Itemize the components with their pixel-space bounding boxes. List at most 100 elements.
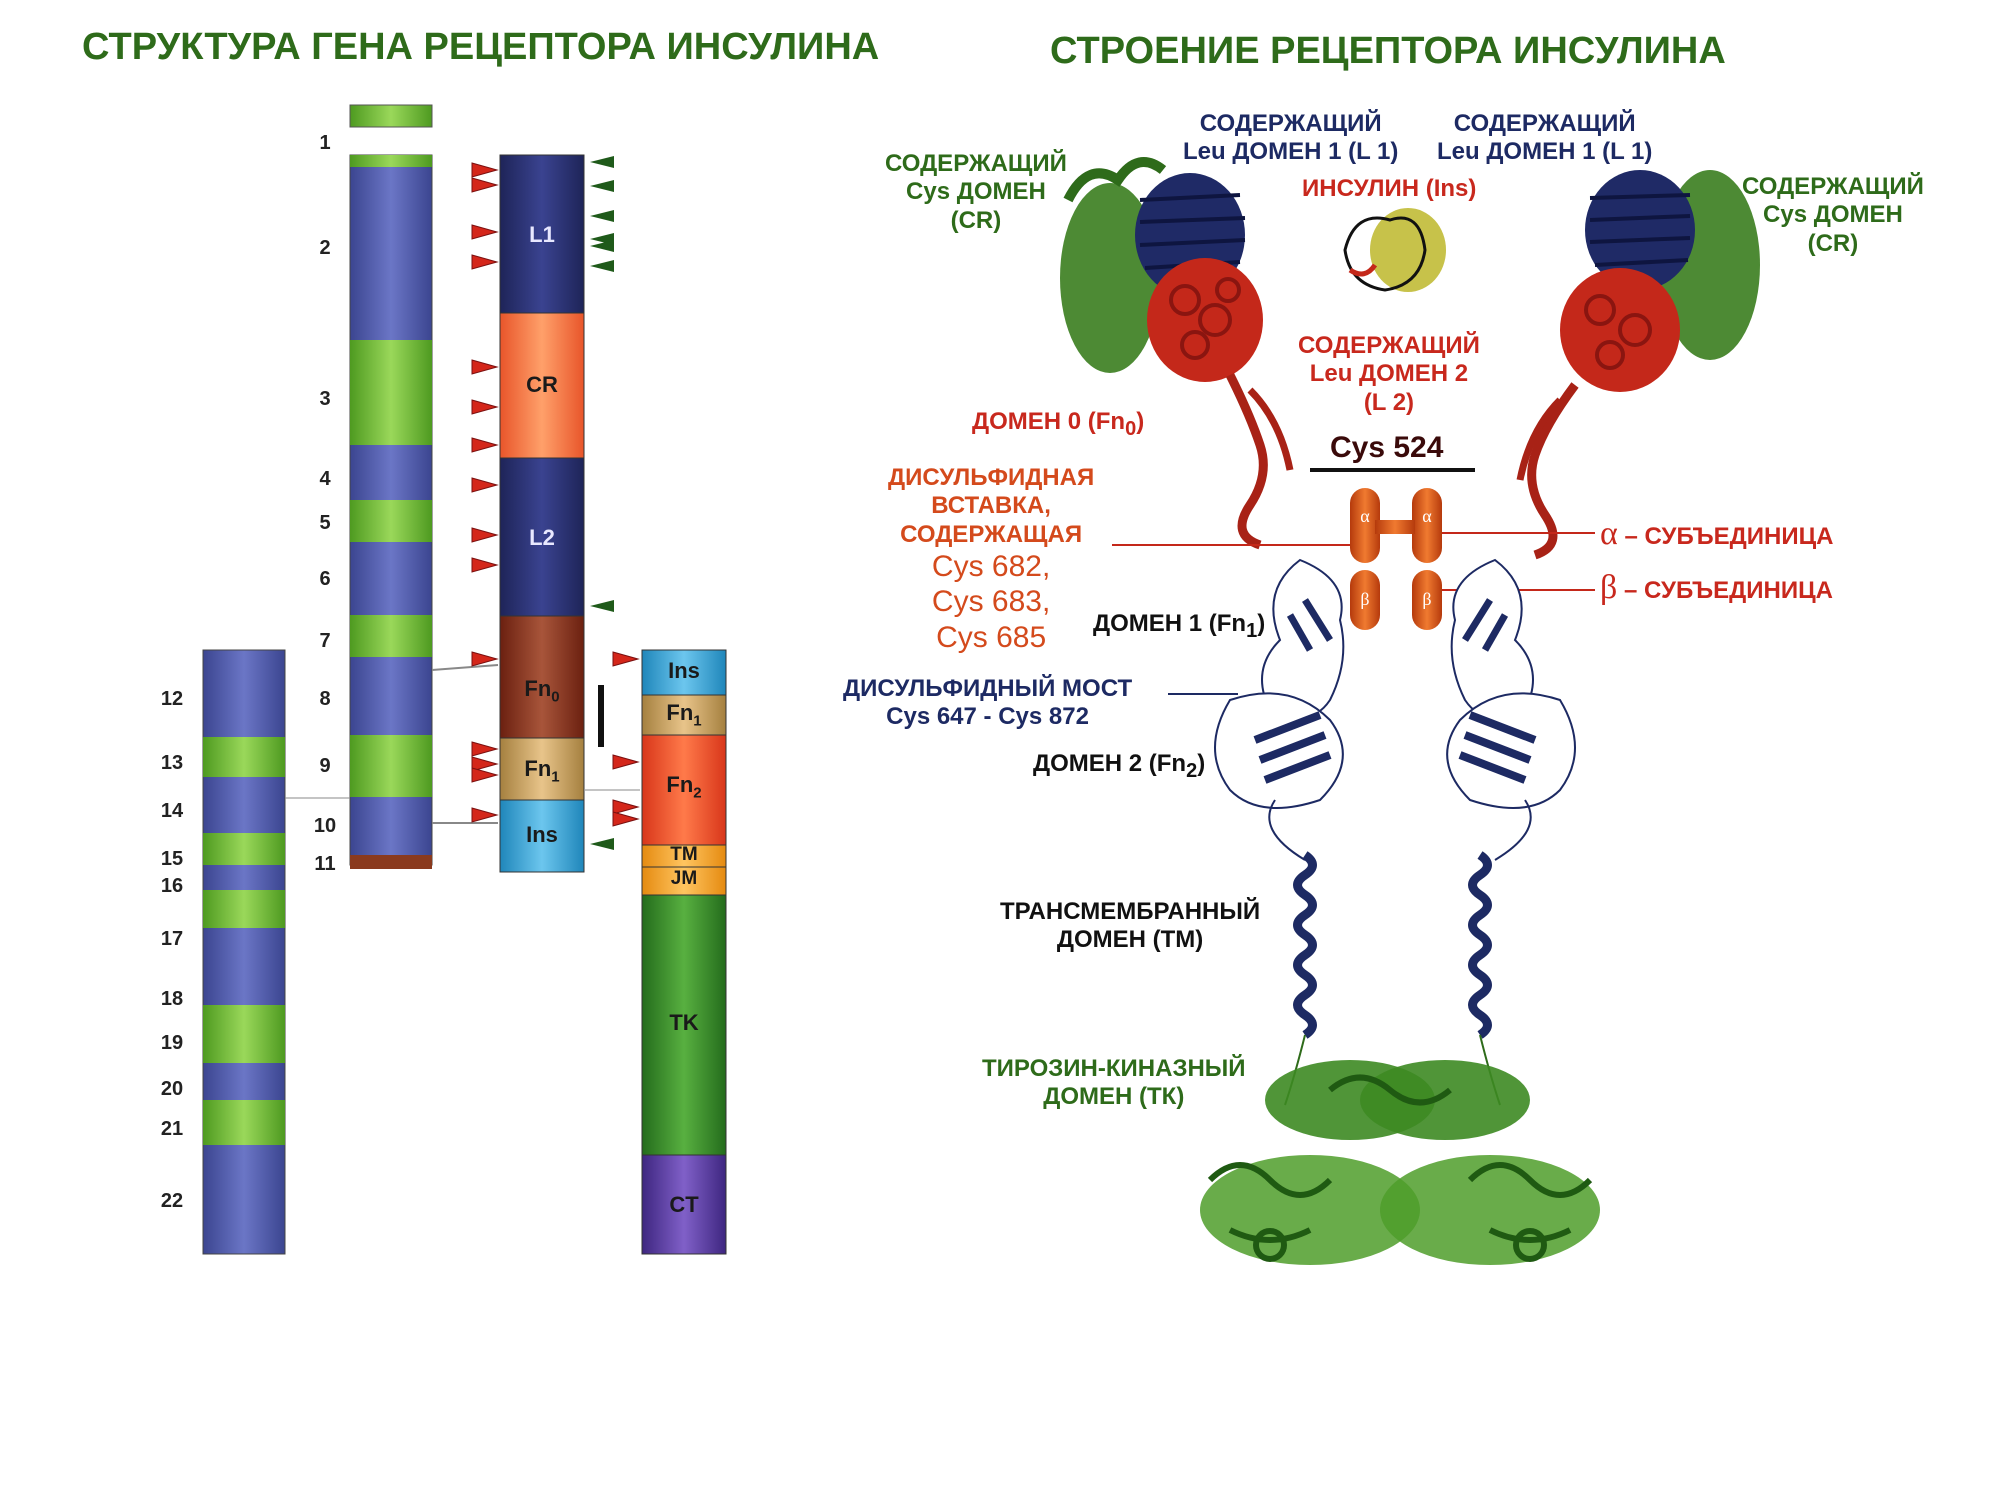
pill-alpha-right: α	[1422, 506, 1432, 526]
exon-number: 9	[319, 755, 331, 777]
label-domain0-main: ДОМЕН 0 (Fn	[972, 408, 1126, 435]
transmembrane-helices	[1293, 851, 1492, 1039]
segment-label-fn2-main: Fn	[666, 772, 694, 797]
label-cys-domain-left: СОДЕРЖАЩИЙ Cys ДОМЕН (CR)	[885, 150, 1067, 235]
label-line: СОДЕРЖАЩИЙ	[1298, 332, 1480, 359]
segment-label-fn1-sub: 1	[551, 768, 560, 786]
exon-number: 21	[160, 1118, 184, 1140]
label-line: СОДЕРЖАЩИЙ	[1199, 110, 1382, 137]
segment-label-fn1b-main: Fn	[666, 700, 694, 725]
exon-number: 18	[160, 988, 184, 1010]
green-flag-markers	[590, 156, 614, 850]
connector-lines	[285, 664, 640, 824]
segment-label-fn1: Fn1	[500, 756, 584, 785]
label-beta-subunit: β – СУБЪЕДИНИЦА	[1600, 568, 1833, 608]
label-line: ВСТАВКА,	[931, 492, 1051, 520]
tyrosine-kinase-domain	[1200, 1060, 1600, 1265]
alpha-subunit-text: – СУБЪЕДИНИЦА	[1617, 523, 1834, 550]
segment-label-fn1-main: Fn	[524, 756, 552, 781]
insulin-molecule	[1343, 208, 1446, 292]
label-disulfide-bridge: ДИСУЛЬФИДНЫЙ МОСТ Cys 647 - Cys 872	[843, 675, 1132, 732]
receptor-left-arm	[1060, 157, 1294, 550]
segment-label-fn0: Fn0	[500, 676, 584, 705]
label-disulfide-insert: ДИСУЛЬФИДНАЯ ВСТАВКА, СОДЕРЖАЩАЯ Cys 682…	[888, 464, 1094, 655]
segment-label-fn2: Fn2	[642, 772, 726, 801]
label-line: Cys ДОМЕН	[1763, 201, 1903, 229]
label-line: (CR)	[950, 206, 1002, 234]
pill-alpha-left: α	[1360, 506, 1370, 526]
exon-number: 15	[160, 848, 184, 870]
exon-number: 17	[160, 928, 184, 950]
receptor-structure-title: СТРОЕНИЕ РЕЦЕПТОРА ИНСУЛИНА	[1050, 30, 1726, 72]
label-line: Leu ДОМЕН 2	[1309, 360, 1469, 388]
label-line: СОДЕРЖАЩИЙ	[1453, 110, 1636, 137]
exon-number: 1	[319, 132, 331, 154]
label-line: Cys 685	[936, 620, 1047, 654]
label-line: ДИСУЛЬФИДНАЯ	[888, 464, 1095, 491]
label-line: (L 2)	[1363, 388, 1415, 416]
label-tyrosine-kinase-domain: ТИРОЗИН-КИНАЗНЫЙ ДОМЕН (ТК)	[982, 1055, 1246, 1112]
exon-number: 16	[160, 875, 184, 897]
label-cys524: Cys 524	[1330, 431, 1444, 464]
receptor-right-arm	[1516, 170, 1760, 560]
label-domain0: ДОМЕН 0 (Fn0)	[972, 408, 1144, 441]
exon-number: 5	[319, 512, 331, 534]
label-line: Leu ДОМЕН 1 (L 1)	[1437, 138, 1653, 166]
segment-label-fn2-sub: 2	[693, 784, 702, 802]
label-line: Cys 683,	[931, 585, 1051, 619]
segment-label-ct: CT	[669, 1192, 699, 1217]
label-domain0-sub: 0	[1125, 417, 1137, 440]
exon-number: 19	[160, 1032, 184, 1054]
alpha-symbol: α	[1600, 515, 1618, 552]
label-domain0-end: )	[1136, 408, 1145, 435]
segment-label-l2: L2	[529, 525, 555, 550]
label-domain2-main: ДОМЕН 2 (Fn	[1033, 750, 1187, 777]
red-flag-markers	[471, 162, 640, 827]
label-line: СОДЕРЖАЩАЯ	[900, 520, 1083, 548]
pill-beta-right: β	[1422, 589, 1431, 609]
label-domain1-end: )	[1257, 610, 1266, 637]
label-line: ДОМЕН (ТМ)	[1056, 926, 1204, 954]
label-domain1-main: ДОМЕН 1 (Fn	[1093, 610, 1247, 637]
segment-label-fn1b-sub: 1	[693, 712, 702, 730]
label-line: ТИРОЗИН-КИНАЗНЫЙ	[982, 1055, 1246, 1082]
exon-number: 22	[160, 1190, 184, 1212]
label-cys-domain-right: СОДЕРЖАЩИЙ Cys ДОМЕН (CR)	[1742, 173, 1924, 258]
exon-number: 2	[319, 237, 331, 259]
segment-label-fn1-beta: Fn1	[642, 700, 726, 729]
segment-label-fn0-main: Fn	[524, 676, 552, 701]
label-leu-domain1-left: СОДЕРЖАЩИЙ Leu ДОМЕН 1 (L 1)	[1183, 110, 1398, 167]
label-line: ТРАНСМЕМБРАННЫЙ	[1000, 898, 1261, 925]
gene-structure-title: СТРУКТУРА ГЕНА РЕЦЕПТОРА ИНСУЛИНА	[82, 26, 880, 68]
label-line: ДОМЕН (ТК)	[1043, 1083, 1185, 1111]
label-domain2-sub: 2	[1186, 759, 1198, 782]
label-line: СОДЕРЖАЩИЙ	[885, 150, 1067, 177]
exon-number: 6	[319, 568, 331, 590]
gene-column-exons-1-11	[349, 104, 433, 869]
label-domain2: ДОМЕН 2 (Fn2)	[1033, 750, 1205, 783]
label-leu-domain1-right: СОДЕРЖАЩИЙ Leu ДОМЕН 1 (L 1)	[1437, 110, 1652, 167]
exon-number: 4	[319, 468, 331, 490]
beta-symbol: β	[1600, 569, 1618, 606]
label-line: Cys 682,	[931, 549, 1051, 583]
pill-beta-left: β	[1360, 589, 1369, 609]
label-insulin: ИНСУЛИН (Ins)	[1302, 175, 1477, 202]
gene-column-exons-12-22	[202, 649, 286, 1255]
label-leu-domain2: СОДЕРЖАЩИЙ Leu ДОМЕН 2 (L 2)	[1298, 332, 1480, 417]
label-line: СОДЕРЖАЩИЙ	[1742, 173, 1924, 200]
segment-label-jm: JM	[670, 868, 698, 889]
exon-number: 14	[160, 800, 184, 822]
label-line: Cys ДОМЕН	[906, 178, 1046, 206]
segment-label-l1: L1	[529, 222, 555, 247]
label-line: Cys 647 - Cys 872	[886, 703, 1089, 731]
label-transmembrane-domain: ТРАНСМЕМБРАННЫЙ ДОМЕН (ТМ)	[1000, 898, 1260, 955]
exon-number: 3	[319, 388, 331, 410]
label-line: (CR)	[1807, 229, 1859, 257]
segment-label-ins: Ins	[526, 822, 558, 847]
exon-number: 13	[160, 752, 184, 774]
beta-subunit-text: – СУБЪЕДИНИЦА	[1617, 577, 1833, 604]
segment-label-ins-beta: Ins	[668, 658, 700, 683]
exon-number: 12	[160, 688, 184, 710]
label-domain2-end: )	[1197, 750, 1206, 777]
